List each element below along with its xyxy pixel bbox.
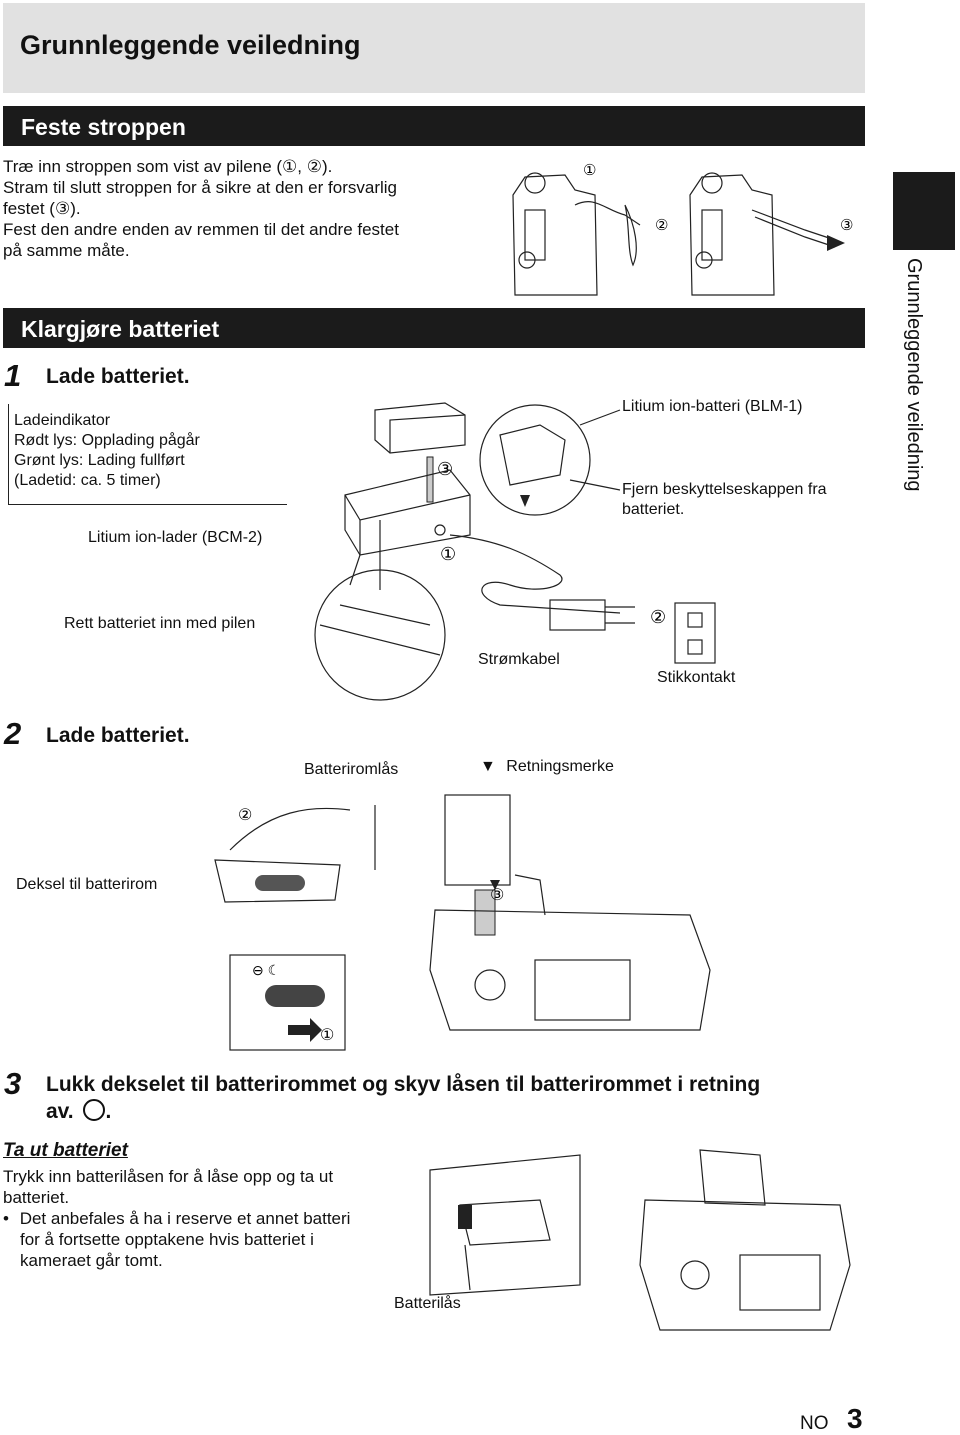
step-title-2: Lade batteriet. (46, 724, 190, 747)
step-title-1: Lade batteriet. (46, 365, 190, 388)
remove-battery-text: Trykk inn batterilåsen for å låse opp og… (3, 1166, 350, 1271)
step-number-1: 1 (4, 358, 22, 393)
step-number-3: 3 (4, 1066, 22, 1101)
indicator-box (8, 404, 287, 505)
bullet-text: Det anbefales å ha i reserve et annet ba… (19, 1209, 351, 1228)
footer-language: NO (800, 1413, 829, 1434)
marker-one: ① (583, 162, 596, 179)
remove-cap-line: batteriet. (622, 501, 685, 518)
remove-battery-title: Ta ut batteriet (3, 1140, 128, 1161)
indicator-line: Ladeindikator (14, 412, 111, 429)
side-tab-label: Grunnleggende veiledning (903, 258, 925, 492)
bullet-text: kameraet går tomt. (20, 1251, 163, 1270)
strap-instructions: Træ inn stroppen som vist av pilene (①, … (3, 156, 399, 261)
step-title-3-line1: Lukk dekselet til batterirommet og skyv … (46, 1073, 761, 1096)
marker-one: ① (320, 1027, 334, 1044)
marker-two: ② (655, 217, 668, 234)
bullet-text: for å fortsette opptakene hvis batteriet… (20, 1230, 314, 1249)
strap-line: Fest den andre enden av remmen til det a… (3, 220, 399, 239)
step-title-3-text: av. (46, 1100, 74, 1123)
side-tab-block (893, 172, 955, 250)
indicator-line: (Ladetid: ca. 5 timer) (14, 472, 161, 489)
charger-label: Litium ion-lader (BCM-2) (88, 529, 263, 546)
remove-cap-label: Fjern beskyttelseskappen fra batteriet. (622, 480, 827, 520)
battery-lock-label-2: Batterilås (394, 1295, 461, 1312)
section-bar-battery: Klargjøre batteriet (3, 308, 865, 348)
lock-direction-icon (83, 1099, 106, 1121)
remove-line: Trykk inn batterilåsen for å låse opp og… (3, 1167, 334, 1186)
remove-cap-line: Fjern beskyttelseskappen fra (622, 481, 827, 498)
outlet-label: Stikkontakt (657, 669, 736, 686)
strap-line: festet (③). (3, 199, 81, 218)
charger-illustration: ③ ① ② (314, 402, 716, 701)
remove-line: batteriet. (3, 1188, 70, 1207)
indicator-line: Rødt lys: Opplading pågår (14, 432, 200, 449)
battery-lock-label: Batteriromlås (304, 761, 399, 778)
strap-illustration: ① ② ③ (512, 162, 853, 296)
bullet: • (3, 1209, 9, 1228)
remove-bullet: • Det anbefales å ha i reserve et annet … (3, 1208, 350, 1229)
power-cable-label: Strømkabel (478, 651, 560, 668)
battery-label: Litium ion-batteri (BLM-1) (622, 398, 803, 415)
step-number-2: 2 (4, 716, 22, 751)
section-title-strap: Feste stroppen (21, 114, 186, 140)
marker-one: ① (440, 544, 456, 564)
strap-line: på samme måte. (3, 241, 130, 260)
page-title: Grunnleggende veiledning (20, 30, 361, 60)
insert-arrow-label: Rett batteriet inn med pilen (64, 615, 256, 632)
marker-two: ② (238, 807, 252, 824)
marker-three: ③ (840, 217, 853, 234)
charge-indicator-text: Ladeindikator Rødt lys: Opplading pågår … (14, 411, 200, 491)
direction-mark-text: Retningsmerke (506, 758, 614, 775)
indicator-line: Grønt lys: Lading fullført (14, 452, 185, 469)
section-title-battery: Klargjøre batteriet (21, 316, 220, 342)
step-title-3-line2: av. . (46, 1099, 112, 1123)
battery-compartment-illustration: ② ⊖ ☾ ① ③ (214, 794, 711, 1051)
header-band (3, 3, 865, 93)
remove-battery-illustration (429, 1149, 851, 1331)
marker-three: ③ (437, 459, 453, 479)
triangle-icon: ▼ (480, 758, 496, 775)
section-bar-strap: Feste stroppen (3, 106, 865, 146)
battery-cover-label: Deksel til batterirom (16, 876, 158, 893)
page-number: 3 (847, 1403, 863, 1434)
strap-line: Træ inn stroppen som vist av pilene (①, … (3, 157, 333, 176)
lock-symbols: ⊖ ☾ (252, 962, 280, 978)
strap-line: Stram til slutt stroppen for å sikre at … (3, 178, 397, 197)
marker-two: ② (650, 607, 666, 627)
direction-mark-label: ▼ Retningsmerke (480, 757, 614, 777)
marker-three: ③ (490, 887, 504, 904)
